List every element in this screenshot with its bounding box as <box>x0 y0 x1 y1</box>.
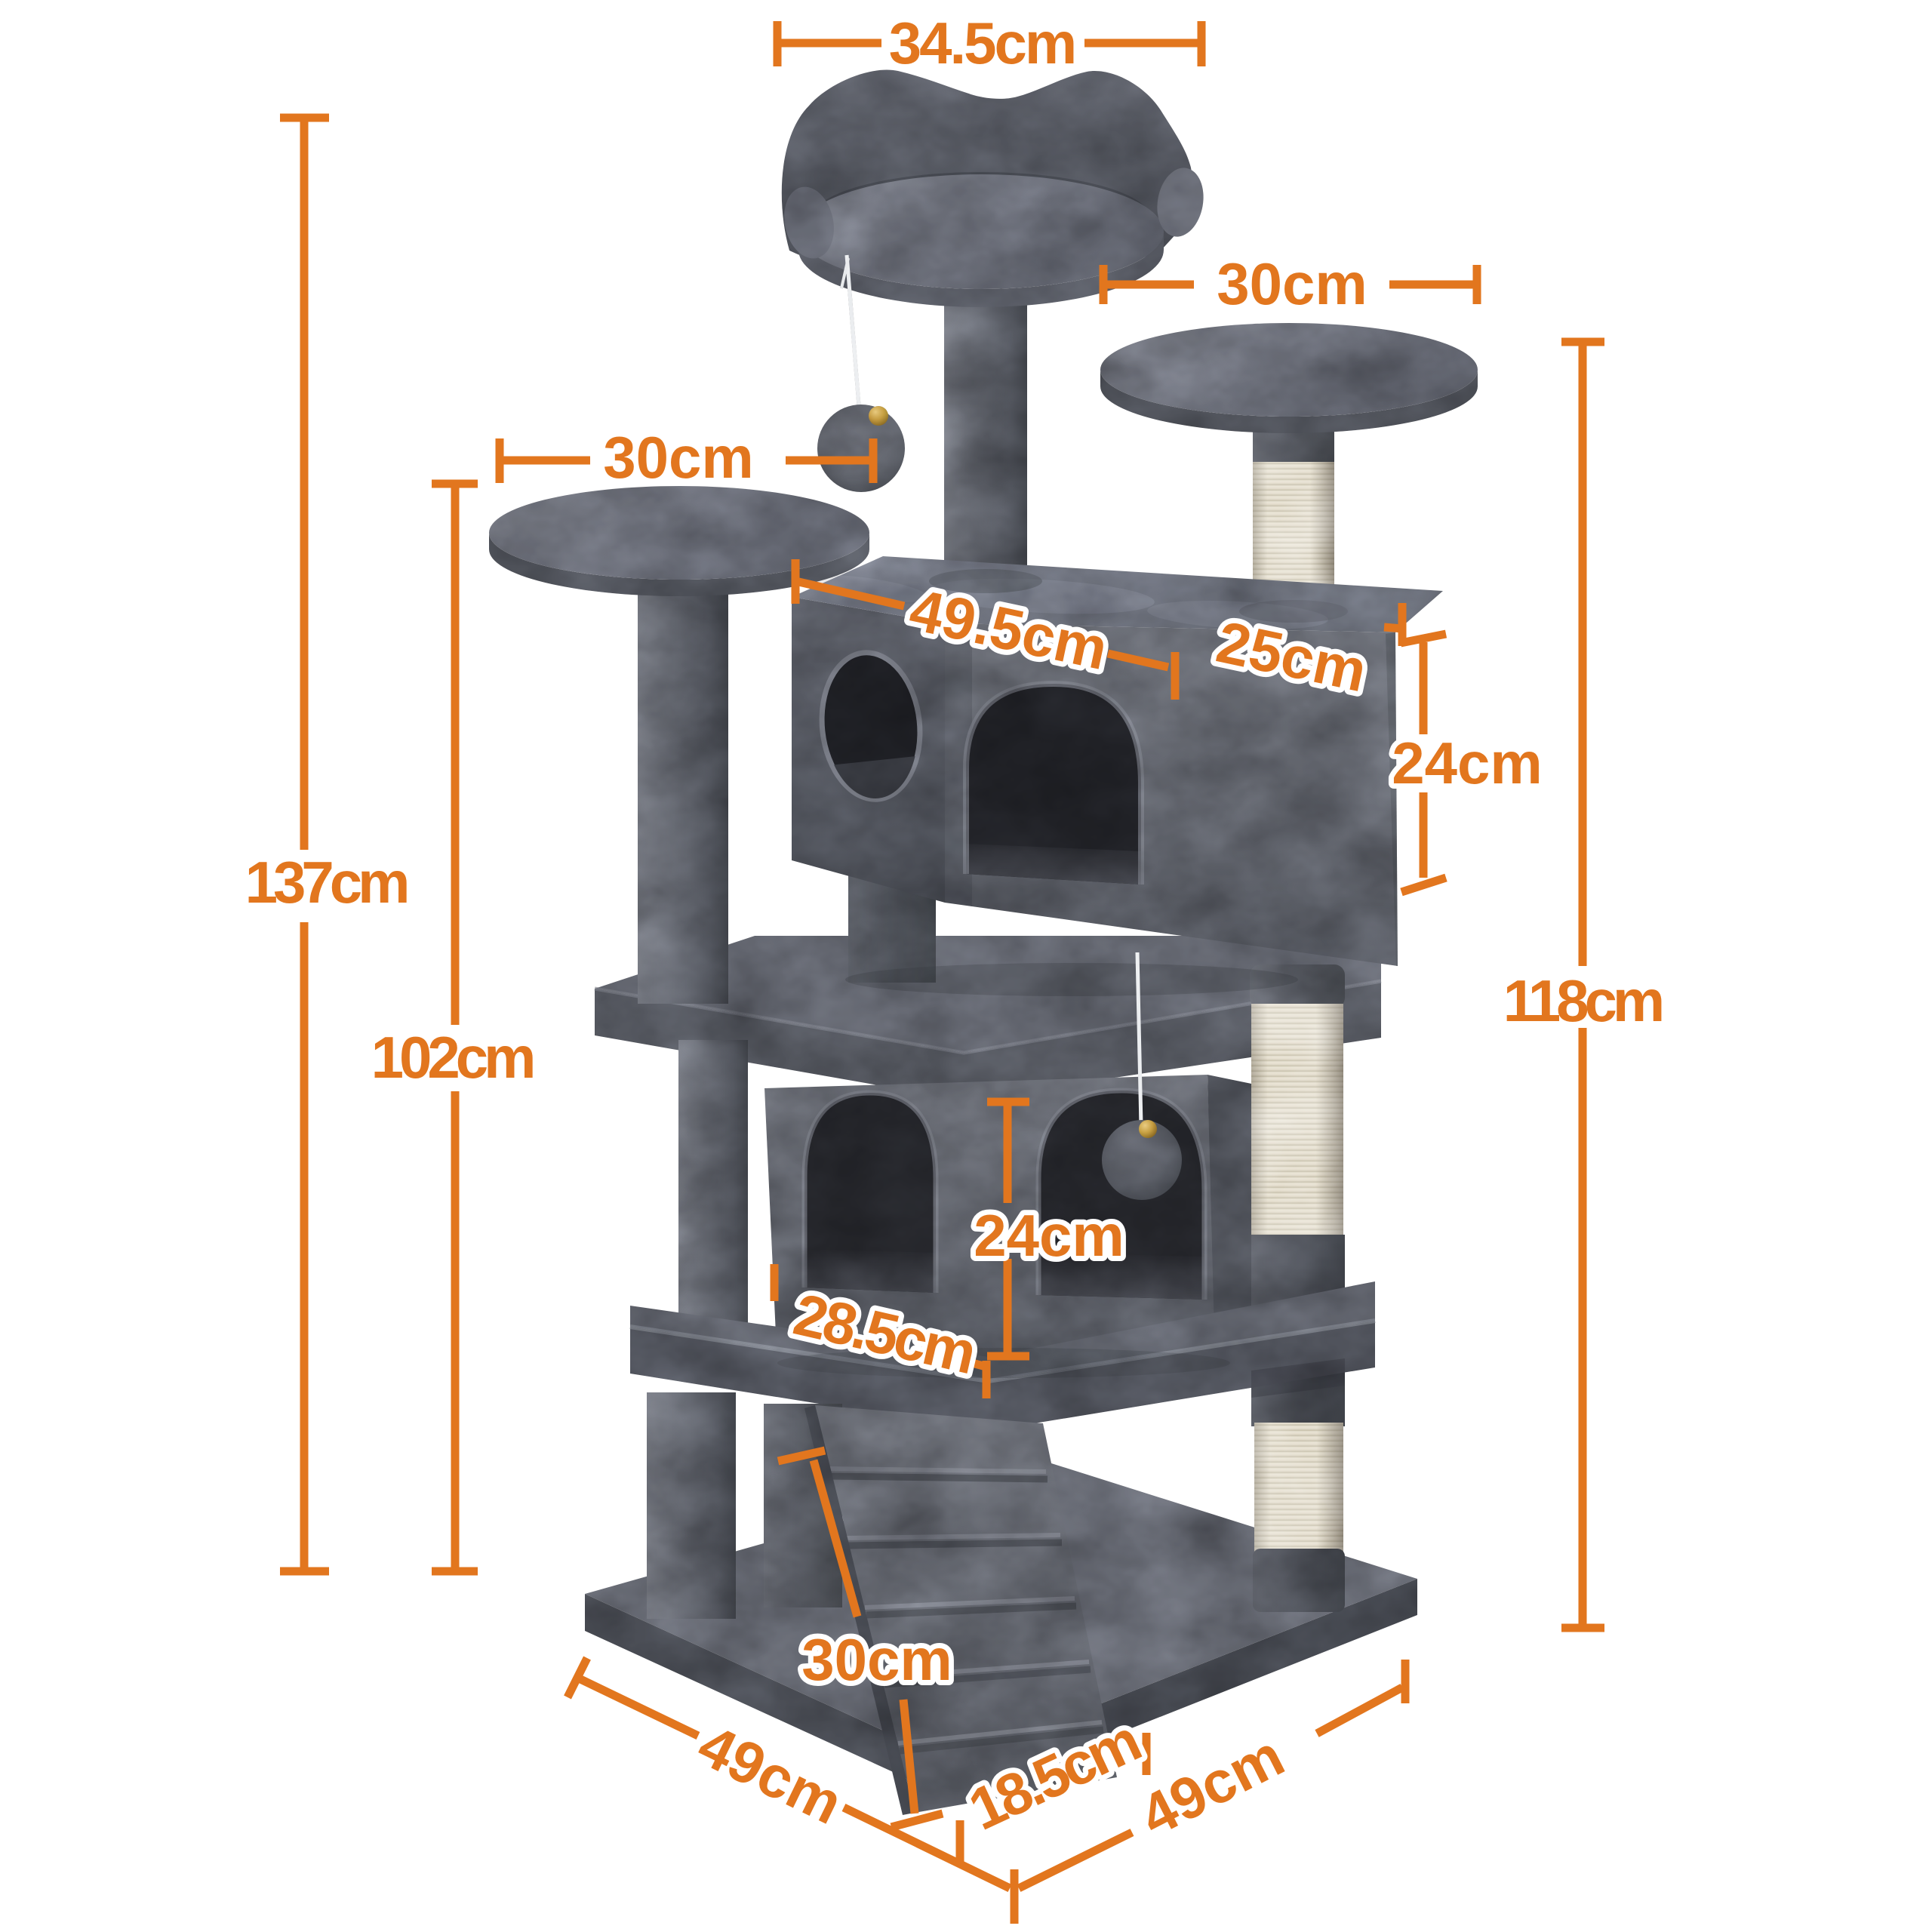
svg-text:118cm: 118cm <box>1503 968 1662 1034</box>
svg-text:24cm: 24cm <box>1392 730 1543 796</box>
svg-text:102cm: 102cm <box>371 1024 534 1091</box>
svg-text:30cm: 30cm <box>801 1626 952 1693</box>
svg-text:30cm: 30cm <box>603 424 754 491</box>
svg-text:137cm: 137cm <box>245 849 408 915</box>
svg-text:34.5cm: 34.5cm <box>889 10 1075 76</box>
svg-text:24cm: 24cm <box>974 1202 1124 1269</box>
svg-text:30cm: 30cm <box>1217 251 1367 317</box>
